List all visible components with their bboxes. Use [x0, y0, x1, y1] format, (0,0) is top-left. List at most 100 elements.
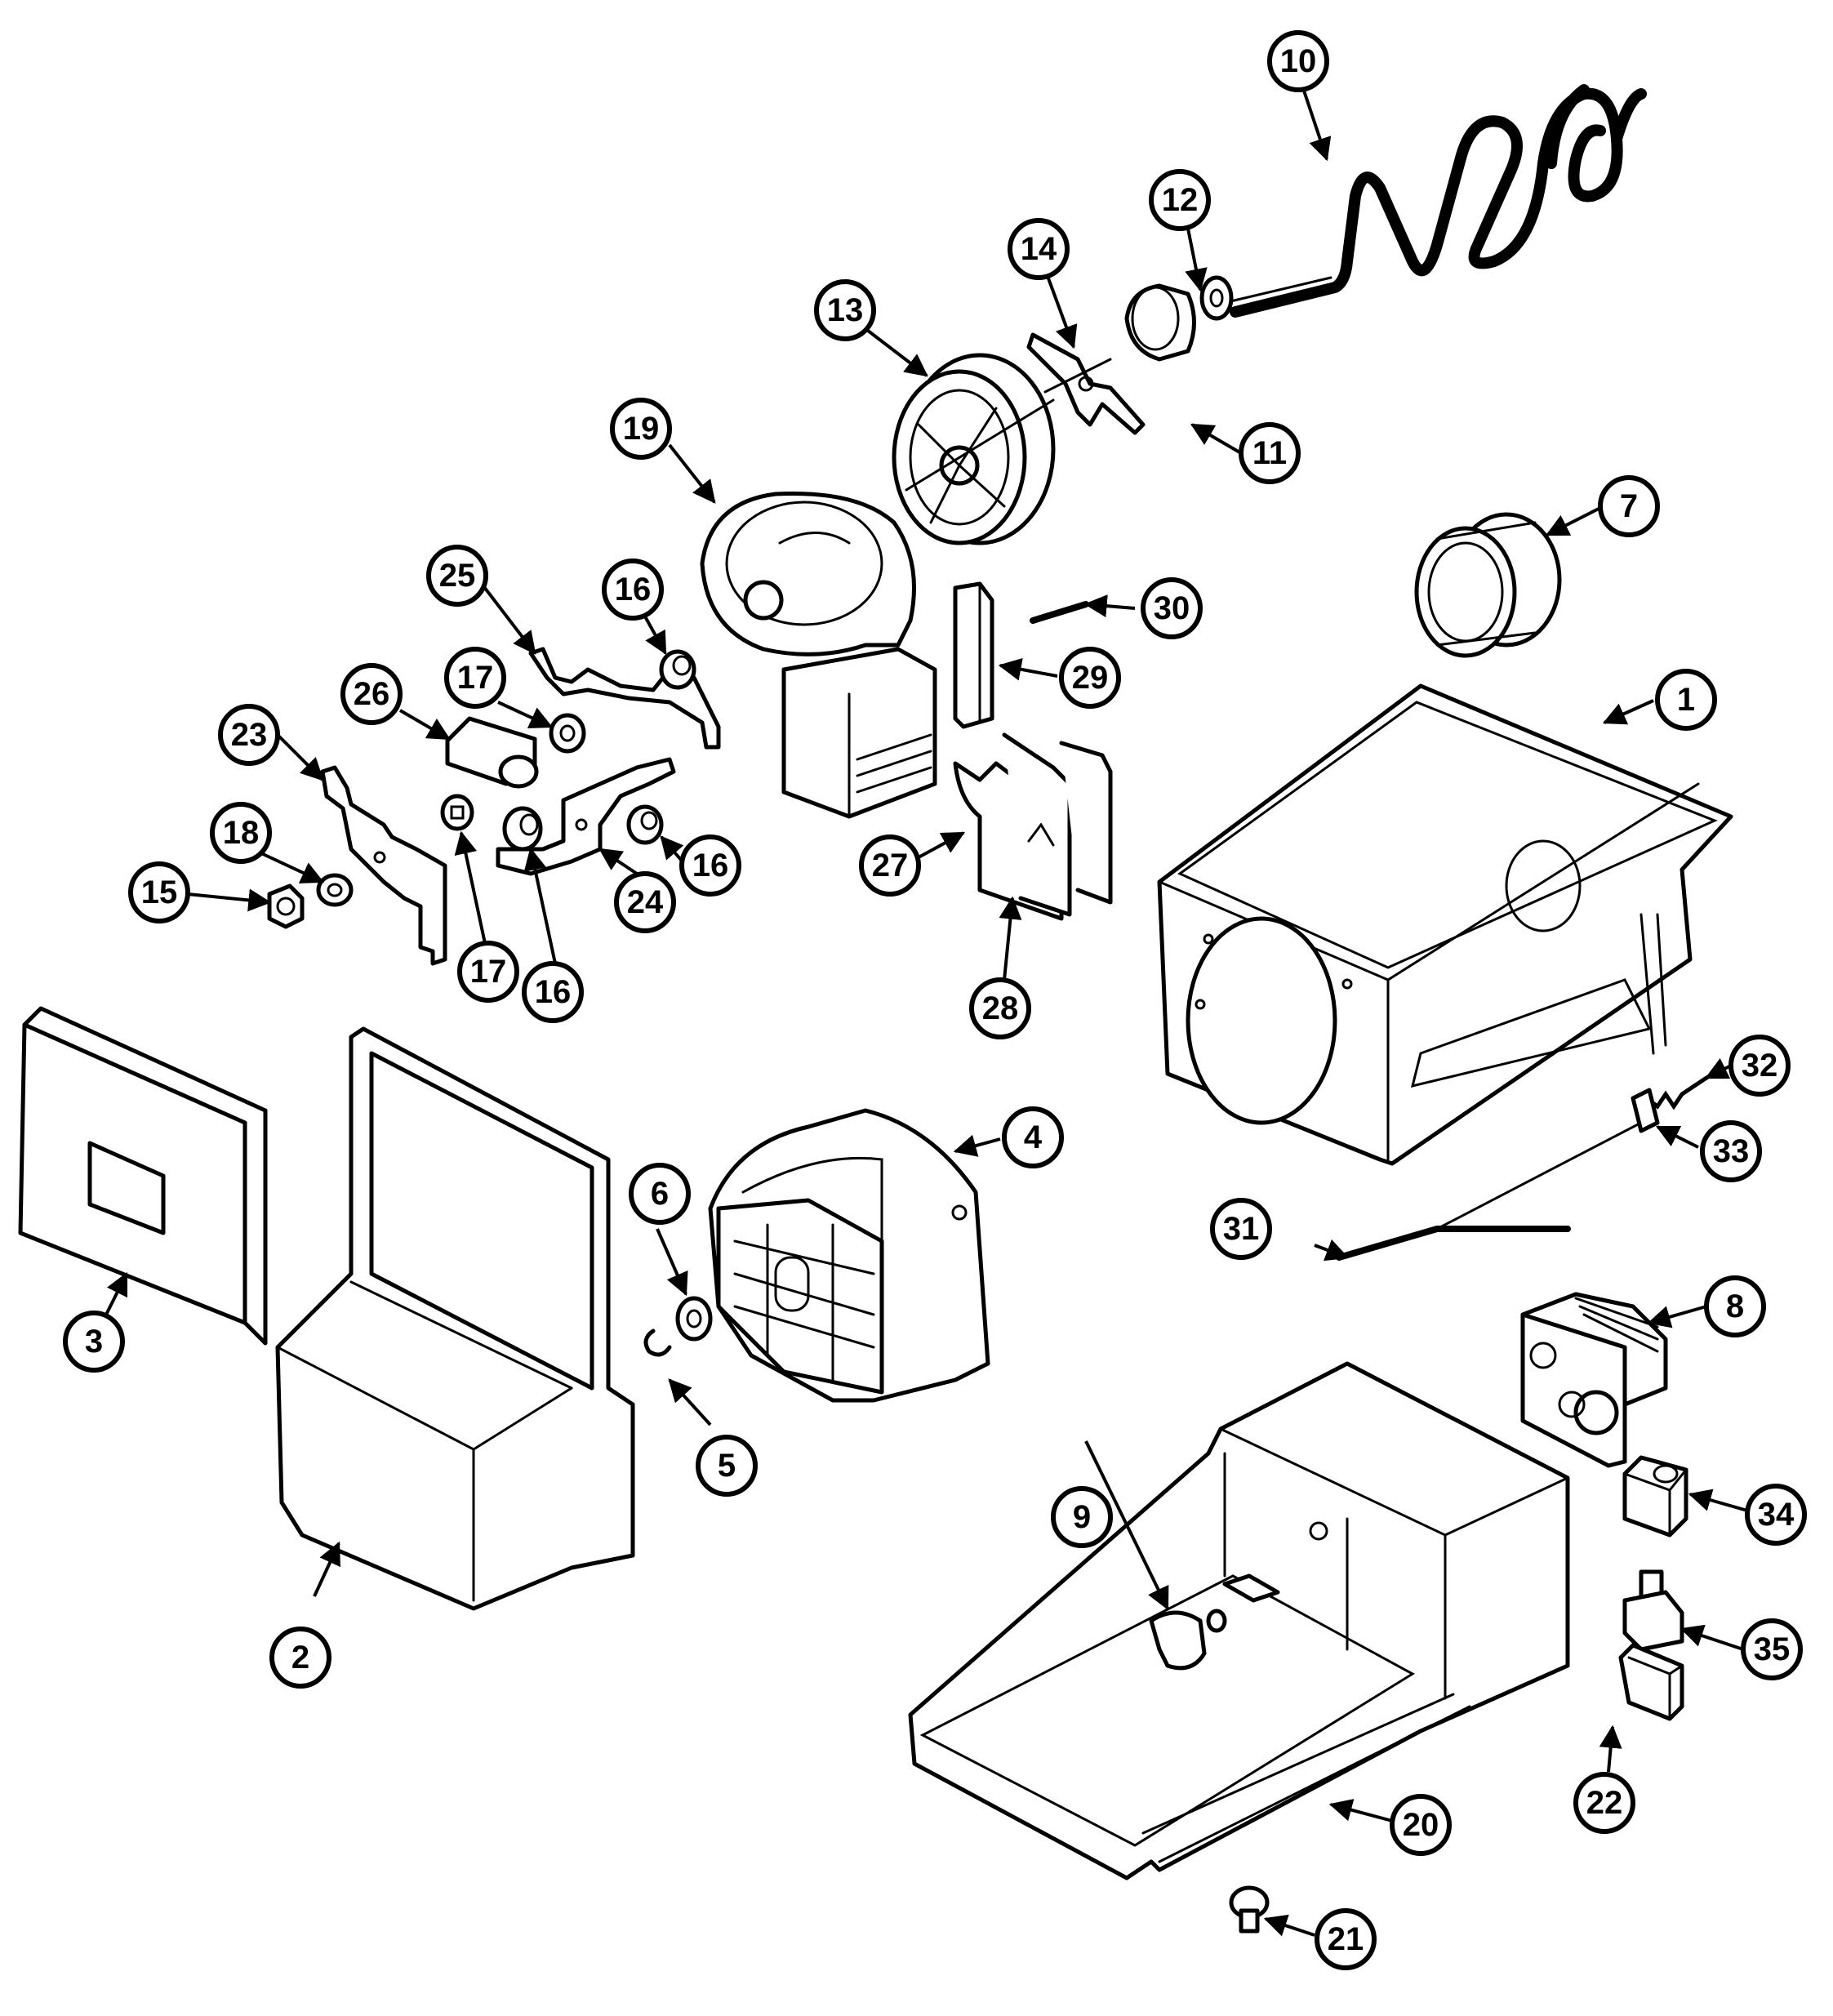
callout-34: 34	[1745, 1484, 1807, 1546]
callout-label: 15	[141, 874, 178, 910]
callout-2: 2	[269, 1627, 331, 1689]
callout-label: 20	[1403, 1807, 1439, 1843]
switch-plate-part	[953, 732, 1113, 921]
door-part	[275, 1026, 635, 1611]
ice-wheel-part	[892, 353, 1056, 545]
callout-13: 13	[814, 279, 876, 341]
hex-nut-part	[267, 883, 305, 929]
callout-label: 27	[872, 848, 909, 883]
callout-label: 21	[1328, 1921, 1364, 1957]
callout-15: 15	[128, 861, 190, 923]
callout-26: 26	[340, 663, 403, 725]
spring-part	[1639, 1071, 1717, 1110]
callout-1: 1	[1655, 669, 1717, 731]
callout-label: 3	[85, 1324, 103, 1360]
washer-18-part	[316, 873, 354, 907]
e-clip-part	[643, 1328, 672, 1357]
callout-25: 25	[426, 545, 488, 607]
callout-label: 30	[1154, 590, 1190, 626]
callout-label: 1	[1677, 682, 1695, 718]
callout-label: 10	[1280, 43, 1317, 79]
rod-part	[1336, 1121, 1643, 1261]
callout-3: 3	[63, 1311, 125, 1373]
bushing-right-part	[626, 804, 664, 845]
switch-bracket-part	[1618, 1643, 1684, 1721]
callout-8: 8	[1704, 1275, 1766, 1337]
callout-10: 10	[1267, 30, 1329, 92]
callout-17-upper: 17	[444, 647, 506, 709]
solenoid-part	[1622, 1455, 1688, 1538]
callout-label: 23	[231, 717, 268, 753]
callout-7: 7	[1598, 475, 1660, 537]
callout-4: 4	[1002, 1106, 1064, 1168]
callout-label: 5	[718, 1448, 736, 1484]
washer-17-upper-part	[549, 713, 586, 754]
callout-17-lower: 17	[457, 941, 519, 1003]
auger-coil-part	[1226, 84, 1647, 318]
callout-label: 13	[827, 292, 864, 328]
front-panel-part	[18, 1006, 268, 1346]
switch-part	[1622, 1569, 1684, 1652]
callout-label: 16	[535, 974, 572, 1010]
callout-27: 27	[859, 834, 921, 897]
callout-12: 12	[1149, 169, 1211, 231]
callout-14: 14	[1008, 218, 1070, 280]
callout-16-upper: 16	[602, 559, 664, 621]
bushing-mid-part	[502, 806, 543, 852]
callout-11: 11	[1239, 422, 1301, 484]
motor-housing-part	[708, 1108, 990, 1403]
callout-32: 32	[1728, 1035, 1791, 1097]
callout-30: 30	[1141, 577, 1203, 639]
callout-label: 14	[1021, 231, 1057, 267]
gear-housing-part	[700, 491, 937, 819]
callout-label: 24	[627, 884, 664, 920]
callout-label: 19	[623, 411, 660, 447]
callout-label: 11	[1252, 435, 1287, 471]
bushing-upper-part	[659, 649, 696, 690]
callout-5: 5	[696, 1435, 758, 1497]
pin-part	[1030, 601, 1089, 624]
callout-label: 6	[651, 1176, 669, 1212]
drive-motor-part	[1520, 1292, 1668, 1468]
crusher-blade-part	[1026, 332, 1146, 435]
callout-label: 22	[1586, 1785, 1623, 1821]
washer-17-lower-part	[440, 794, 474, 831]
ice-bin-housing-part	[1157, 683, 1733, 1166]
callout-18: 18	[210, 802, 272, 864]
callout-label: 16	[615, 572, 652, 607]
callout-label: 8	[1726, 1288, 1744, 1324]
callout-label: 28	[982, 990, 1019, 1026]
callout-33: 33	[1700, 1120, 1762, 1182]
washer-6-part	[675, 1296, 713, 1342]
spring-block-part	[1631, 1088, 1660, 1133]
callout-29: 29	[1059, 647, 1121, 709]
callout-31: 31	[1210, 1198, 1272, 1260]
callout-label: 25	[439, 558, 476, 594]
leader-lines	[105, 73, 1748, 1937]
callout-16-right: 16	[679, 834, 741, 897]
callout-label: 17	[457, 660, 494, 696]
left-lever-part	[320, 765, 447, 966]
callout-21: 21	[1315, 1908, 1377, 1970]
callout-label: 29	[1072, 660, 1109, 696]
callout-label: 7	[1620, 488, 1638, 524]
callout-label: 32	[1742, 1048, 1778, 1084]
callout-label: 2	[291, 1640, 309, 1676]
callout-19: 19	[610, 398, 672, 460]
auger-washer-part	[1199, 275, 1234, 321]
collar-part	[1414, 512, 1562, 658]
callout-9: 9	[1051, 1486, 1113, 1548]
callout-label: 31	[1223, 1211, 1260, 1247]
screw-part	[1229, 1885, 1270, 1934]
callout-16-lower: 16	[522, 961, 584, 1023]
callout-23: 23	[218, 704, 280, 766]
callout-label: 17	[470, 954, 507, 990]
callout-20: 20	[1390, 1794, 1452, 1856]
callout-6: 6	[629, 1163, 691, 1225]
callout-35: 35	[1741, 1618, 1803, 1680]
callout-label: 26	[354, 676, 390, 712]
tray-base-part	[908, 1361, 1570, 1880]
cam-part	[1149, 1609, 1227, 1671]
link-part	[445, 716, 539, 789]
